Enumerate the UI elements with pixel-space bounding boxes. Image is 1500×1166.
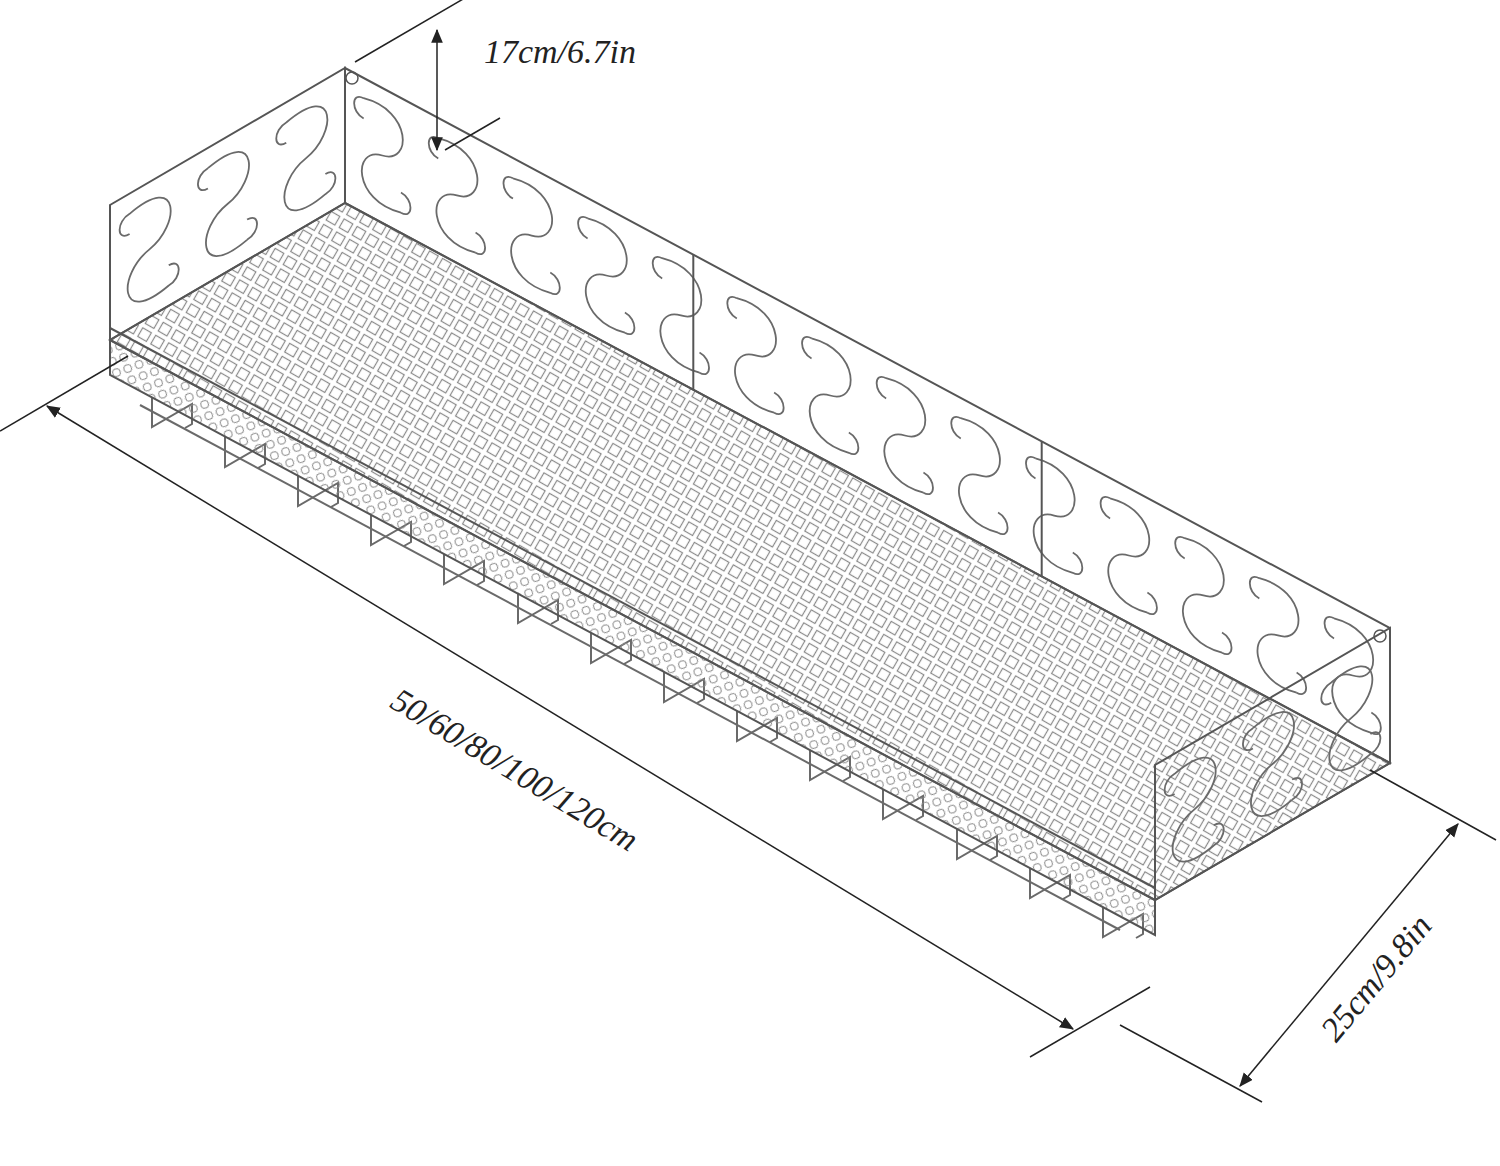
dimension-label: 17cm/6.7in: [480, 33, 640, 70]
glass-hooks: [140, 397, 1143, 938]
depth-dimension: [1120, 770, 1496, 1102]
mount-hole: [346, 72, 358, 84]
front-rim-edge: [110, 328, 1155, 888]
end-panel: [110, 68, 345, 340]
length-dimension: [0, 356, 1150, 1057]
shelf-floor: [110, 203, 1390, 900]
back-panel: [345, 68, 1390, 763]
height-dimension: [355, 0, 500, 150]
front-rim: [110, 340, 1155, 935]
dimension-label: 50/60/80/100/120cm: [382, 679, 649, 861]
end-panel: [1155, 628, 1390, 900]
dimension-label: 25cm/9.8in: [1310, 904, 1441, 1051]
